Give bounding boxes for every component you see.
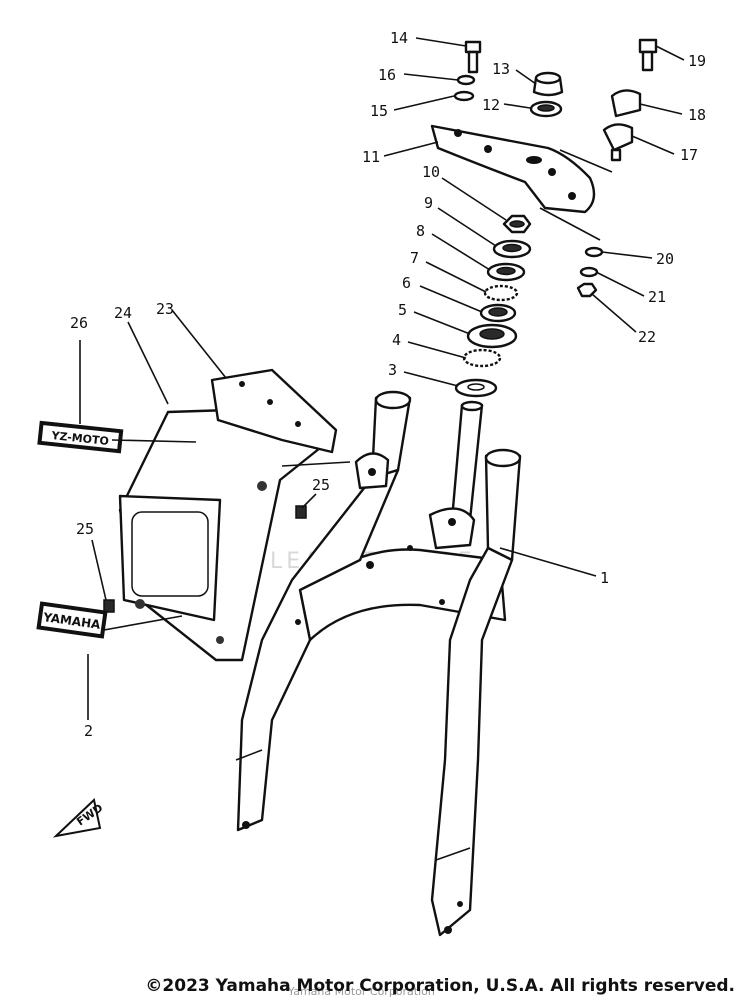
part-23-visor [210,368,338,454]
part-2-yamaha-decal: YAMAHA [36,601,108,639]
part-25-screw-a [295,505,307,519]
callout-18: 18 [688,106,706,124]
callout-15: 15 [370,102,388,120]
callout-12: 12 [482,96,500,114]
callout-7: 7 [410,249,419,267]
callout-4: 4 [392,331,401,349]
callout-19: 19 [688,52,706,70]
callout-8: 8 [416,222,425,240]
callout-1: 1 [600,569,609,587]
callout-9: 9 [424,194,433,212]
callout-5: 5 [398,301,407,319]
callout-22: 22 [638,328,656,346]
callout-16: 16 [378,66,396,84]
part-11-upper-bracket [430,124,596,214]
part-5-bearing-race [466,323,518,349]
part-4-ball-race [462,348,502,368]
callout-26: 26 [70,314,88,332]
part-25-screw-b [103,599,115,613]
part-19-bolt [638,38,658,72]
part-13-crown-nut [532,71,564,97]
callout-23: 23 [156,300,174,318]
callout-20: 20 [656,250,674,268]
part-10-ring-nut [502,214,532,234]
part-21-spring-washer [579,266,599,278]
callout-25-upper: 25 [312,476,330,494]
part-3-washer [454,378,498,398]
callout-24: 24 [114,304,132,322]
part-9-bearing-race [492,239,532,259]
callout-17: 17 [680,146,698,164]
decal-model-text: YZ-MOTO [50,429,110,448]
part-26-model-decal: YZ-MOTO [37,420,124,454]
part-18-handlebar-holder-upper [610,89,642,118]
callout-14: 14 [390,29,408,47]
part-20-washer [584,246,604,258]
part-15-washer [453,90,475,102]
part-7-balls [483,284,519,302]
callout-3: 3 [388,361,397,379]
callout-11: 11 [362,148,380,166]
part-1-frame [235,390,522,937]
callout-10: 10 [422,163,440,181]
leader-lines [79,37,685,720]
part-14-bolt [464,40,482,74]
part-6-bearing-race [479,303,517,323]
callout-13: 13 [492,60,510,78]
callout-labels: 14 16 15 11 13 12 19 18 17 10 9 8 7 6 5 … [70,29,706,740]
part-22-nut [576,282,598,298]
part-16-spring-washer [456,74,476,86]
callout-6: 6 [402,274,411,292]
fwd-arrow-icon: FWD [52,798,105,838]
callout-21: 21 [648,288,666,306]
part-12-washer [529,100,563,118]
callout-2: 2 [84,722,93,740]
part-17-handlebar-holder-lower [602,123,634,162]
copyright-notice: ©2023 Yamaha Motor Corporation, U.S.A. A… [145,976,735,996]
callout-25-lower: 25 [76,520,94,538]
copyright-faint-text: Yamaha Motor Corporation [288,985,435,998]
part-8-bearing-cover [486,262,526,282]
